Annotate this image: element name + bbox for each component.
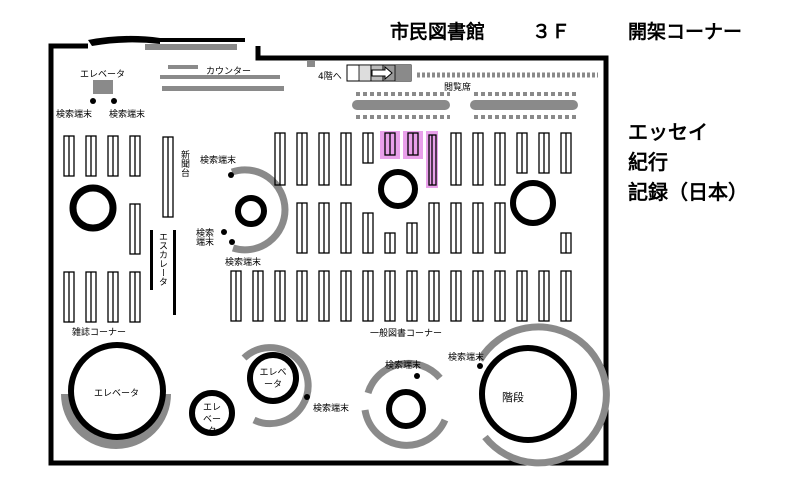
new-arrivals-label: 新聞台: [179, 150, 189, 177]
to-4f-label[interactable]: 4階へ: [318, 72, 342, 82]
floor-label: ３Ｆ: [532, 21, 571, 43]
category-essay: エッセイ: [628, 120, 708, 144]
shelves-left-top: [63, 135, 174, 255]
magazine-corner-label: 雑誌コーナー: [72, 328, 127, 338]
terminal-dot: [111, 98, 117, 104]
shelves-left-bottom: [63, 271, 141, 323]
category-records-japan: 記録（日本）: [628, 180, 748, 204]
stairs: [479, 345, 577, 443]
counter: [160, 65, 284, 91]
escalator-label: エスカレータ: [157, 232, 167, 286]
walls: [48, 43, 609, 466]
search-terminal-label: 検索端末: [200, 156, 237, 166]
search-terminal-label: 検索端末: [448, 353, 485, 363]
elevator-small: [189, 390, 235, 436]
library-name: 市民図書館: [390, 21, 486, 43]
terminal-dots: [221, 172, 483, 400]
escalator: [150, 230, 176, 315]
pillars: [69, 169, 556, 232]
search-terminal-label: 検索端末: [313, 404, 350, 414]
shelves-center-top: [274, 132, 572, 186]
entrance: [88, 35, 245, 50]
elevator-mid-label: エレベータ: [259, 368, 287, 390]
highlighted-shelves: [380, 131, 438, 188]
search-terminal-label: 検索端末: [56, 110, 93, 120]
search-terminal-label: 検索端末: [109, 110, 146, 120]
shelves-center-bottom: [230, 270, 572, 322]
section-title: 開架コーナー: [628, 21, 743, 43]
search-terminal-label: 検索端末: [196, 229, 215, 248]
elevator-mid: [247, 352, 299, 404]
elevator-big-label: エレベータ: [94, 389, 140, 399]
terminal-dot: [90, 98, 96, 104]
shelves-center-middle: [296, 202, 572, 254]
category-travel: 紀行: [628, 150, 668, 174]
counter-label: カウンター: [206, 67, 252, 77]
reading-seats: [352, 92, 578, 119]
elevator-top-label: エレベータ: [80, 70, 126, 80]
highlight-legend: エッセイ 紀行 記録（日本）: [628, 117, 748, 207]
stairs-label: 階段: [502, 391, 524, 404]
general-books-label: 一般図書コーナー: [370, 329, 443, 339]
terminal-arcs: [230, 166, 610, 467]
pillar-bottom: [386, 389, 426, 429]
stairs-to-4f: [307, 61, 412, 82]
elevator-small-label: エレベータ: [202, 403, 221, 437]
elevator-top-block: [93, 80, 113, 94]
search-terminal-label: 検索端末: [385, 361, 422, 371]
elevator-big: [61, 342, 171, 449]
search-terminal-label: 検索端末: [225, 258, 262, 268]
reading-seats-label: 閲覧席: [444, 83, 472, 93]
